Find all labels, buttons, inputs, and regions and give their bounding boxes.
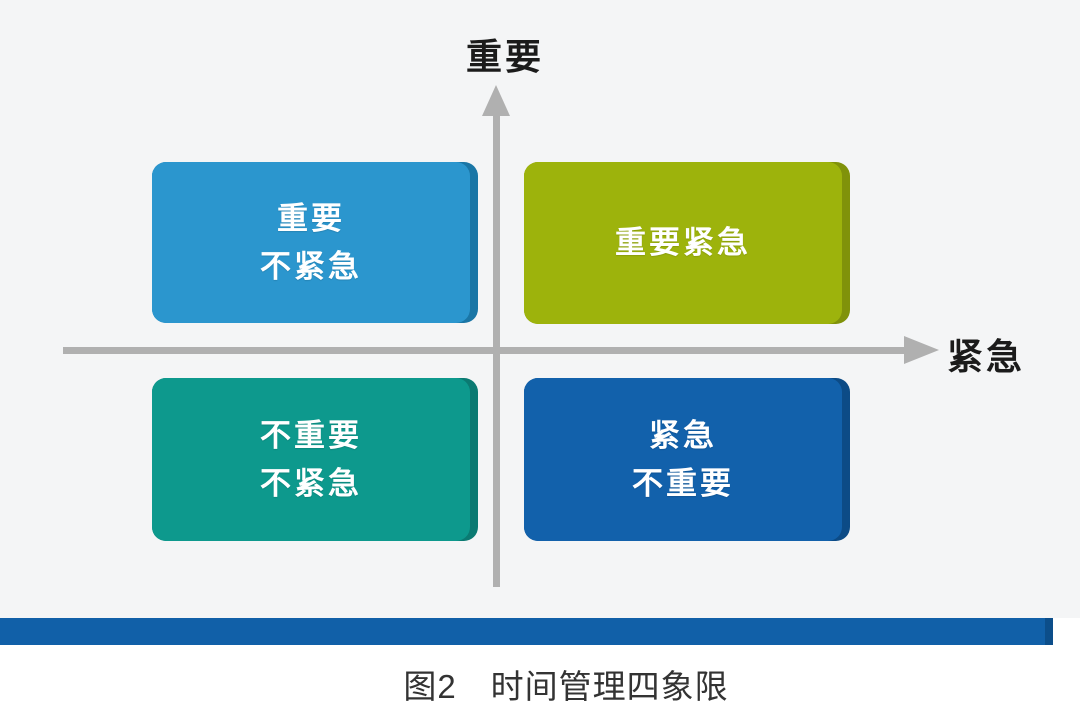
figure-caption: 图2 时间管理四象限 — [403, 668, 729, 705]
quadrant-label-line: 不紧急 — [260, 465, 362, 501]
quadrant-label-line: 不重要 — [632, 465, 734, 501]
x-axis-arrowhead-icon — [904, 336, 939, 364]
divider-bar — [0, 618, 1053, 645]
x-axis-line — [63, 347, 906, 354]
quadrant-label-line: 不紧急 — [260, 248, 362, 284]
quadrant-label-line: 紧急 — [649, 417, 717, 453]
quadrant-important-not-urgent: 重要 不紧急 — [152, 162, 478, 323]
quadrant-not-important-not-urgent-face: 不重要 不紧急 — [152, 378, 470, 541]
quadrant-label-line: 重要紧急 — [615, 225, 751, 260]
x-axis-label: 紧急 — [947, 336, 1026, 377]
quadrant-important-urgent-face: 重要紧急 — [524, 162, 842, 324]
quadrant-label-line: 不重要 — [260, 417, 362, 453]
quadrant-important-not-urgent-face: 重要 不紧急 — [152, 162, 470, 323]
diagram-stage: 重要 紧急 重要 不紧急 重要紧急 不重要 不紧急 紧急 — [0, 0, 1080, 618]
quadrant-important-urgent: 重要紧急 — [524, 162, 850, 324]
quadrant-urgent-not-important: 紧急 不重要 — [524, 378, 850, 541]
y-axis-label: 重要 — [465, 36, 544, 77]
quadrant-label-line: 重要 — [277, 200, 345, 236]
quadrant-not-important-not-urgent: 不重要 不紧急 — [152, 378, 478, 541]
y-axis-arrowhead-icon — [482, 85, 510, 116]
quadrant-urgent-not-important-face: 紧急 不重要 — [524, 378, 842, 541]
